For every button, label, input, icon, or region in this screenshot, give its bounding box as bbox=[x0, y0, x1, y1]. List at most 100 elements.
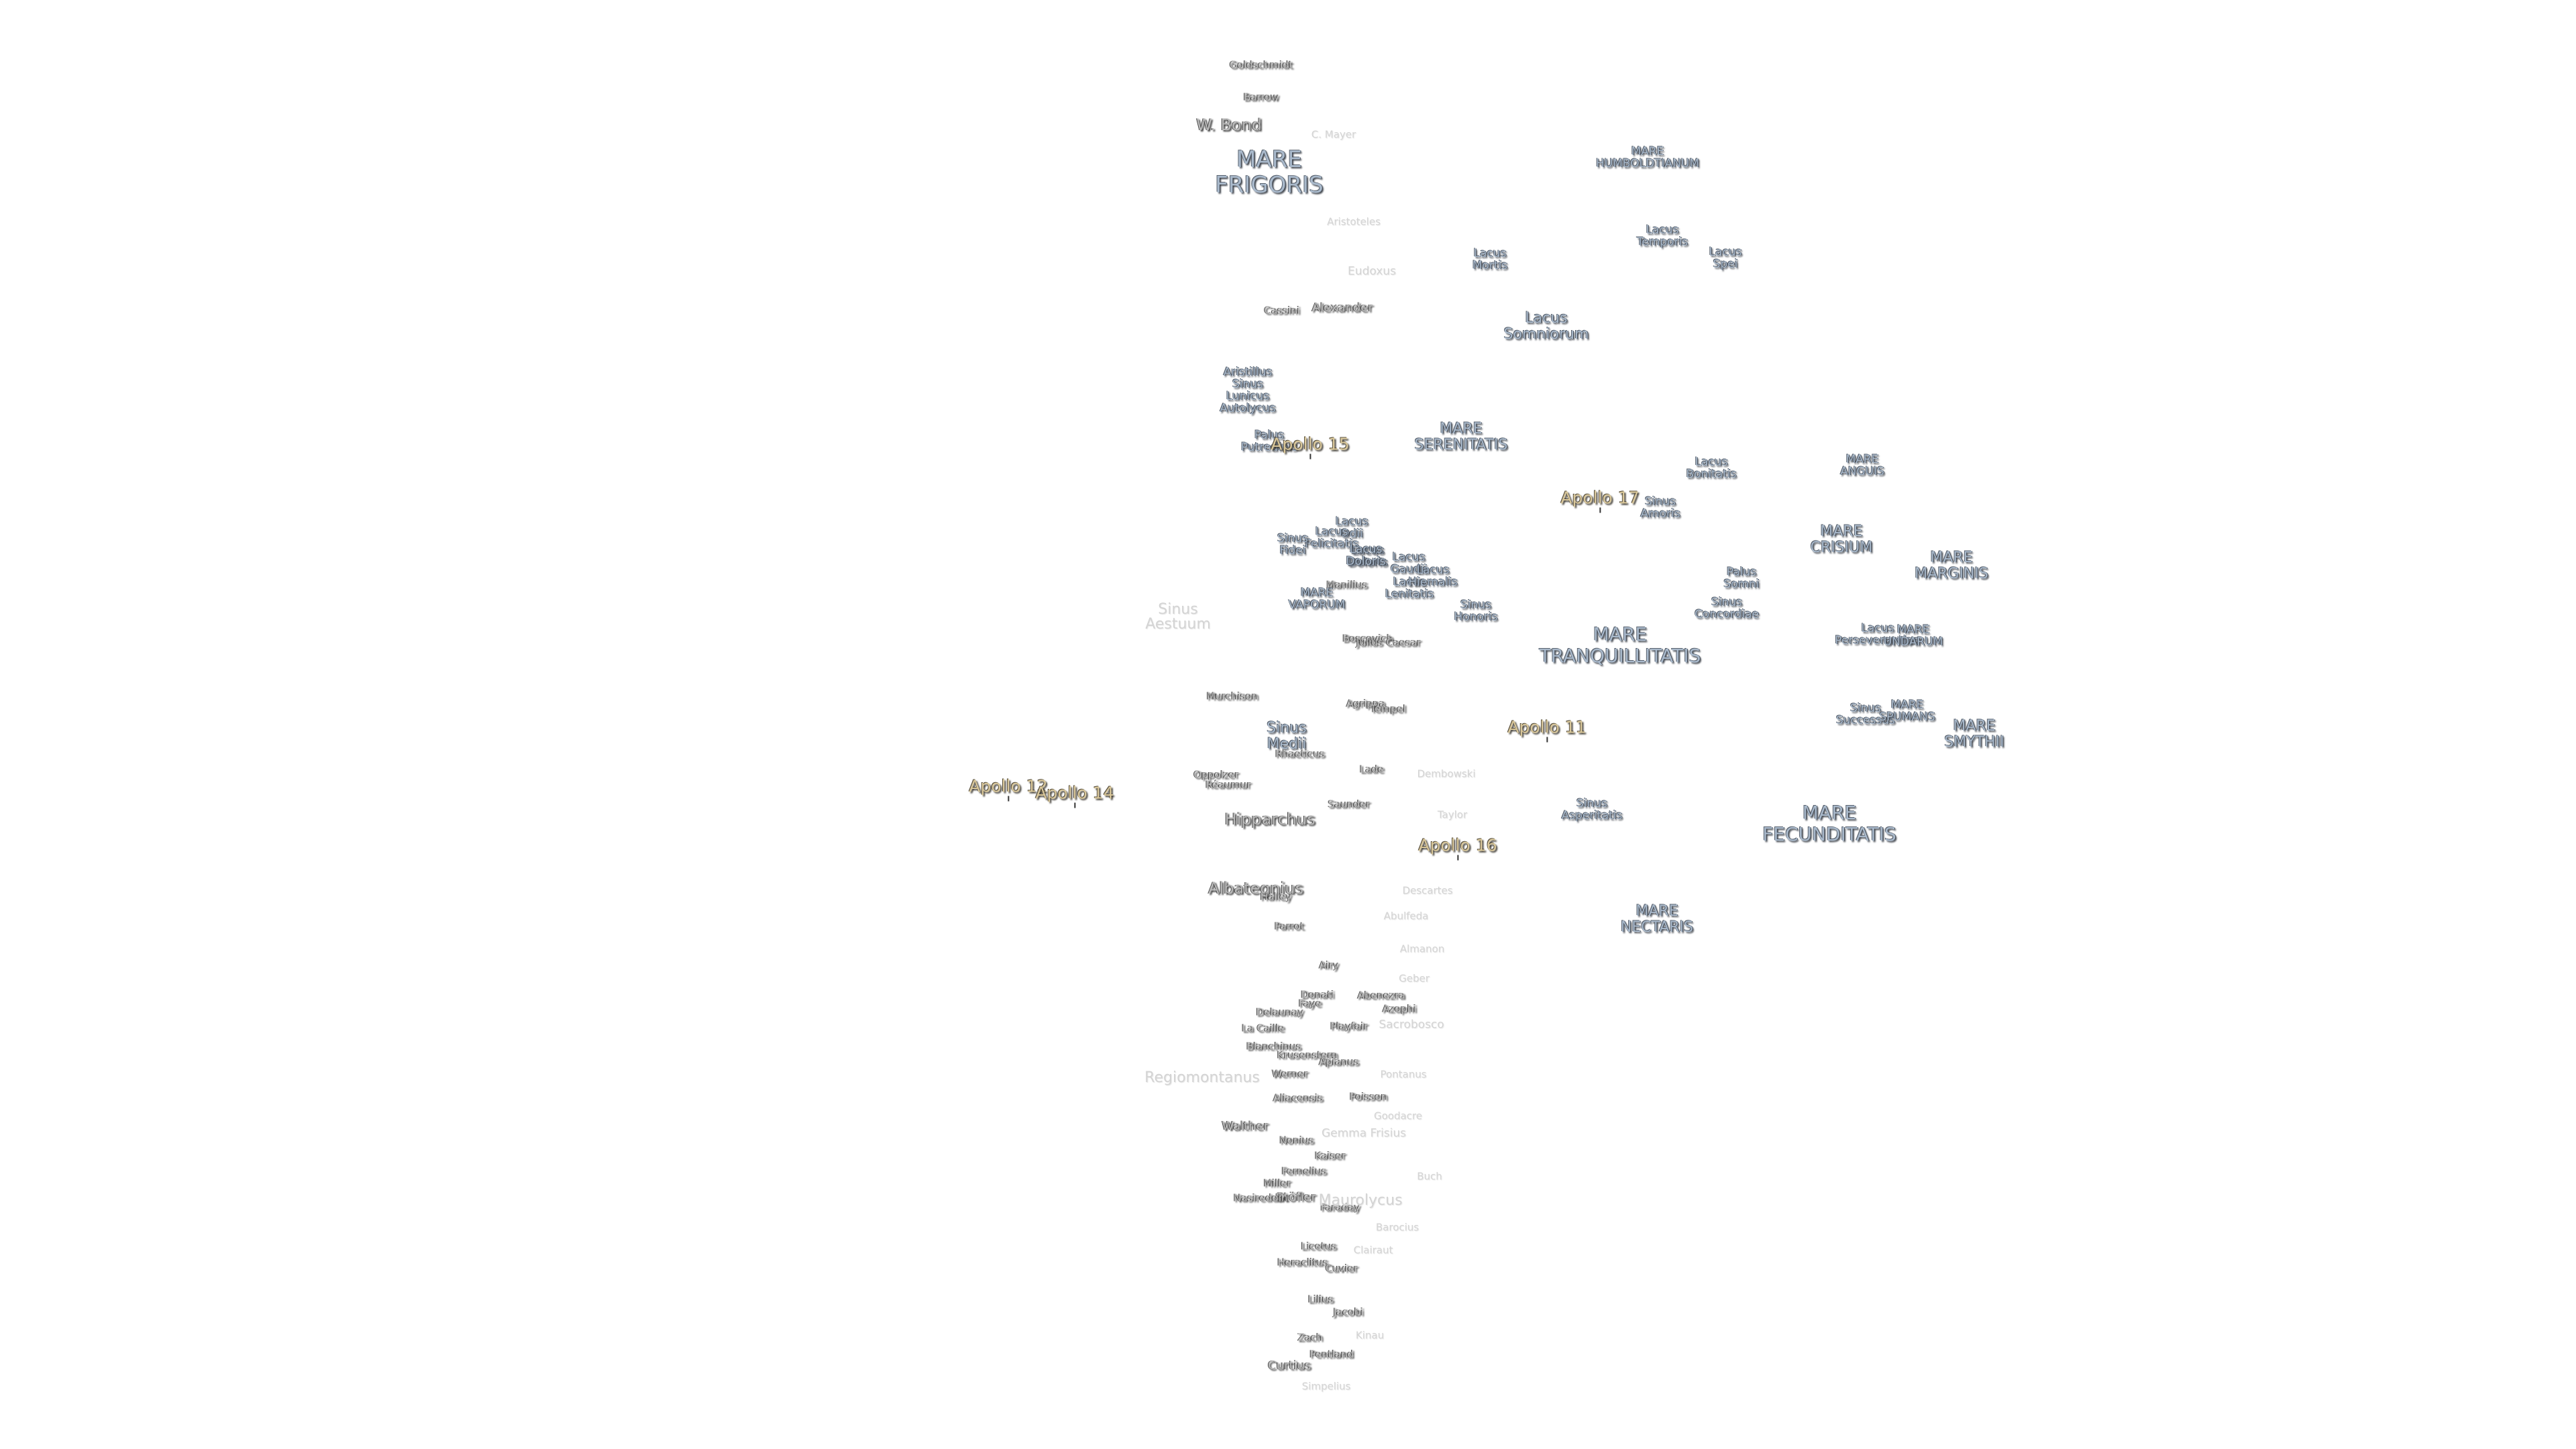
mare-label-line: MARE bbox=[1236, 146, 1302, 173]
mare-label-line: Hiemalis bbox=[1408, 576, 1458, 589]
crater-label-abenezra: Abenezra bbox=[1357, 989, 1405, 1002]
mare-label-line: FECUNDITATIS bbox=[1762, 823, 1896, 845]
apollo-landing-site-apollo-12: Apollo 12 bbox=[969, 778, 1048, 802]
crater-label-faraday: Faraday bbox=[1320, 1201, 1360, 1214]
mare-label-line: MARE bbox=[1300, 586, 1334, 600]
mare-label-line: FRIGORIS bbox=[1215, 172, 1324, 199]
mare-label-line: Sinus bbox=[1277, 532, 1308, 545]
mare-label-line: Lacus bbox=[1349, 543, 1383, 556]
mare-label-line: Lacus bbox=[1473, 247, 1507, 260]
crater-label-werner: Werner bbox=[1272, 1067, 1308, 1080]
mare-label-line: Amoris bbox=[1640, 507, 1680, 521]
mare-label-line: Temporis bbox=[1636, 235, 1688, 249]
crater-label-oppolzer: Oppolzer bbox=[1193, 768, 1239, 781]
crater-label-goldschmidt: Goldschmidt bbox=[1229, 58, 1293, 71]
mare-label-line: MARE bbox=[1896, 623, 1930, 637]
crater-label-playfair: Playfair bbox=[1330, 1020, 1368, 1032]
crater-label-donati: Donati bbox=[1301, 988, 1334, 1001]
apollo-label-text: Apollo 11 bbox=[1507, 717, 1587, 737]
apollo-landing-site-apollo-16: Apollo 16 bbox=[1418, 835, 1497, 861]
faint-feature-label-gemma-frisius: Gemma Frisius bbox=[1321, 1126, 1407, 1140]
crater-label-krusenstern: Krusenstern bbox=[1277, 1049, 1338, 1061]
mare-label-line: Mortis bbox=[1472, 259, 1508, 272]
mare-label-line: Lacus bbox=[1315, 525, 1348, 539]
crater-label-parrot: Parrot bbox=[1274, 920, 1305, 932]
apollo-landing-site-apollo-14: Apollo 14 bbox=[1035, 783, 1114, 808]
mare-label-line: MARE bbox=[1440, 421, 1483, 437]
mare-label-line: Sinus bbox=[1267, 720, 1307, 737]
mare-label-line: Sinus bbox=[1645, 495, 1676, 508]
faint-feature-label-maurolycus: Maurolycus bbox=[1318, 1192, 1403, 1209]
faint-feature-label-taylor: Taylor bbox=[1437, 808, 1468, 821]
mare-label-line: MARE bbox=[1635, 903, 1678, 920]
landing-site-marker bbox=[1074, 802, 1075, 808]
crater-label-agrippa: Agrippa bbox=[1346, 697, 1386, 710]
mare-label-line: MARE bbox=[1631, 145, 1664, 158]
mare-label-line: Medii bbox=[1267, 736, 1307, 753]
apollo-label-text: Apollo 14 bbox=[1035, 783, 1114, 803]
apollo-label-text: Apollo 16 bbox=[1418, 835, 1497, 855]
mare-label-line: Lacus bbox=[1861, 622, 1894, 635]
faint-feature-label-clairaut: Clairaut bbox=[1353, 1244, 1393, 1256]
faint-feature-label-simpelius: Simpelius bbox=[1301, 1380, 1351, 1393]
mare-label-line: Sinus bbox=[1460, 598, 1491, 612]
mare-label-line: MARE bbox=[1930, 549, 1973, 566]
crater-label-jacobi: Jacobi bbox=[1333, 1305, 1364, 1318]
mare-label-line: SPUMANS bbox=[1879, 710, 1935, 724]
mare-label-line: Somni bbox=[1723, 578, 1760, 591]
mare-label-line: Doloris bbox=[1348, 556, 1388, 570]
mare-label-line: Bonitatis bbox=[1686, 468, 1737, 481]
mare-label-line: Lacus bbox=[1695, 455, 1728, 469]
faint-feature-label-regiomontanus: Regiomontanus bbox=[1144, 1069, 1260, 1086]
mare-label-line: Lacus bbox=[1525, 310, 1568, 327]
faint-feature-label-c-mayer: C. Mayer bbox=[1311, 128, 1356, 141]
crater-label-tempel: Tempel bbox=[1370, 702, 1406, 715]
mare-label-line: Lacus bbox=[1416, 564, 1450, 577]
crater-label-albategnius: Albategnius bbox=[1208, 879, 1304, 898]
landing-site-marker bbox=[1599, 507, 1601, 513]
apollo-label-text: Apollo 17 bbox=[1560, 488, 1640, 508]
mare-label-line: Lacus bbox=[1709, 246, 1742, 259]
faint-feature-label-almanon: Almanon bbox=[1399, 943, 1445, 955]
crater-label-poisson: Poisson bbox=[1349, 1090, 1388, 1103]
landing-site-marker bbox=[1546, 737, 1548, 743]
mare-label-line: VAPORUM bbox=[1288, 598, 1346, 612]
faint-feature-label-barocius: Barocius bbox=[1375, 1221, 1419, 1234]
mare-label-line: Spei bbox=[1713, 258, 1738, 271]
mare-label-line: NECTARIS bbox=[1620, 919, 1694, 936]
crater-label-cuvier: Cuvier bbox=[1325, 1262, 1358, 1275]
faint-feature-label-descartes: Descartes bbox=[1402, 884, 1453, 897]
crater-label-saunder: Saunder bbox=[1328, 798, 1371, 810]
crater-label-boscovich: Boscovich bbox=[1342, 632, 1393, 645]
mare-label-line: MARE bbox=[1820, 523, 1863, 540]
mare-label-line: Putredinis bbox=[1240, 441, 1298, 454]
mare-label-line: Gaudii bbox=[1390, 563, 1428, 576]
crater-label-aliacensis: Aliacensis bbox=[1273, 1091, 1324, 1104]
faint-feature-label-pontanus: Pontanus bbox=[1380, 1068, 1427, 1081]
crater-label-azophi: Azophi bbox=[1382, 1002, 1417, 1015]
crater-label-lilius: Lilius bbox=[1307, 1293, 1334, 1305]
faint-feature-label-geber: Geber bbox=[1399, 972, 1430, 985]
crater-label-kaiser: Kaiser bbox=[1314, 1149, 1346, 1162]
